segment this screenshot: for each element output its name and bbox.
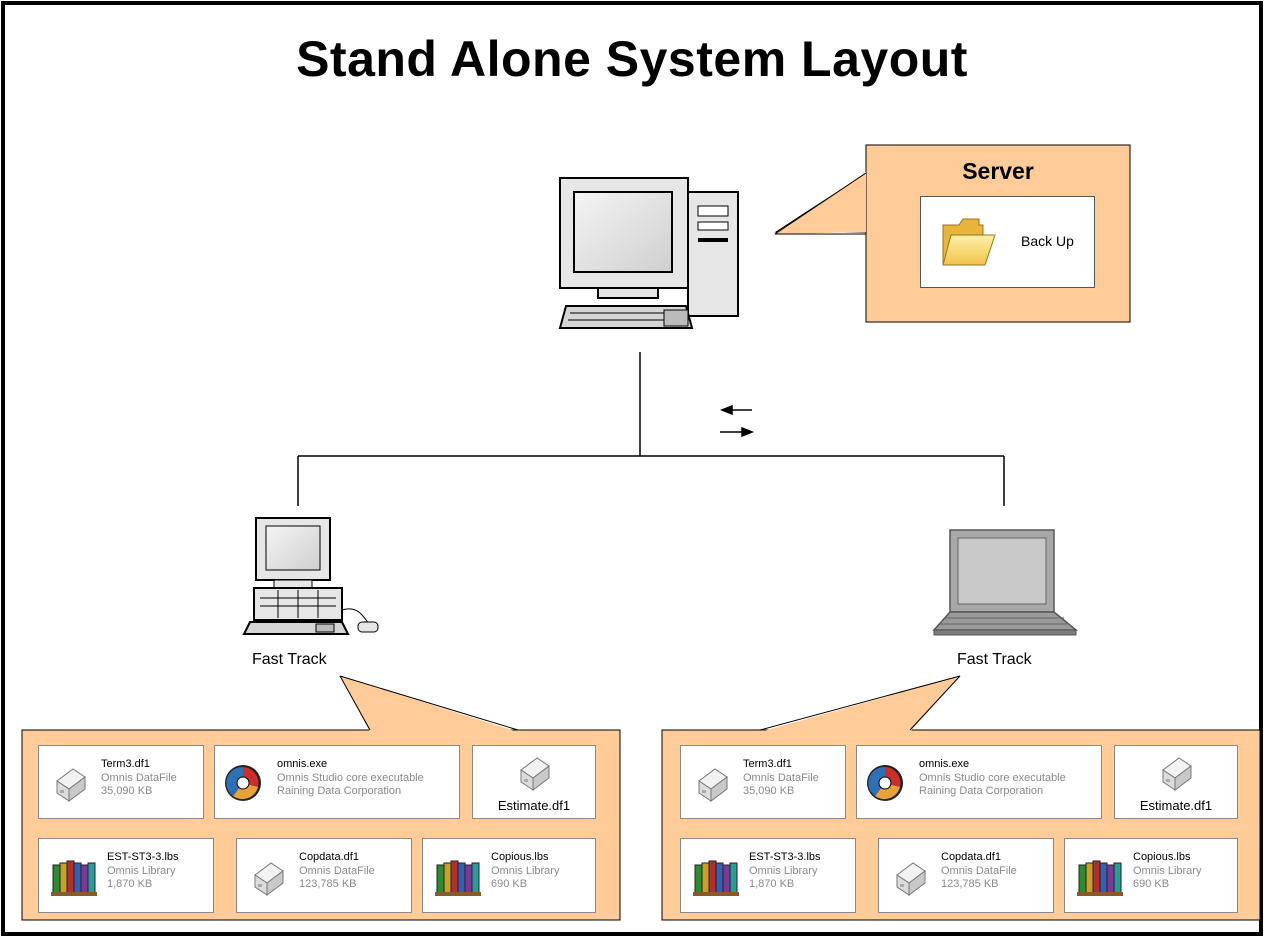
file-name: Estimate.df1 [1139, 798, 1213, 813]
library-books-icon [1077, 857, 1123, 902]
file-card[interactable]: Estimate.df1 [472, 745, 596, 819]
datafile-icon [1157, 752, 1197, 797]
file-name: omnis.exe [919, 758, 970, 770]
server-label: Server [962, 158, 1034, 184]
backup-folder-label: Back Up [1021, 233, 1074, 249]
page-title: Stand Alone System Layout [296, 31, 968, 87]
file-name: Copious.lbs [491, 851, 549, 863]
server-computer-icon [558, 177, 739, 329]
file-detail: 123,785 KB [299, 878, 357, 890]
file-detail: Raining Data Corporation [919, 785, 1044, 797]
file-name: EST-ST3-3.lbs [749, 851, 821, 863]
file-name: Term3.df1 [743, 758, 792, 770]
library-books-icon [51, 857, 97, 902]
datafile-icon [515, 752, 555, 797]
file-type: Omnis Library [107, 865, 176, 877]
backup-folder[interactable]: Back Up [920, 196, 1095, 288]
file-type: Omnis DataFile [299, 865, 375, 877]
omnis-exe-icon [223, 763, 263, 808]
right-arrow-icon [720, 426, 755, 438]
datafile-icon [51, 763, 91, 808]
datafile-icon [693, 763, 733, 808]
library-books-icon [693, 857, 739, 902]
file-detail: 1,870 KB [749, 878, 795, 890]
file-detail: 690 KB [1133, 878, 1170, 890]
omnis-exe-icon [865, 763, 905, 808]
file-detail: 35,090 KB [101, 785, 153, 797]
file-detail: 690 KB [491, 878, 528, 890]
desktop-computer-icon [242, 517, 379, 635]
file-name: Estimate.df1 [497, 798, 571, 813]
client-label-right: Fast Track [957, 651, 1032, 668]
file-name: Copious.lbs [1133, 851, 1191, 863]
file-type: Omnis Library [491, 865, 560, 877]
file-type: Omnis DataFile [941, 865, 1017, 877]
client-label-left: Fast Track [252, 651, 327, 668]
library-books-icon [435, 857, 481, 902]
file-name: Copdata.df1 [299, 851, 359, 863]
file-detail: Raining Data Corporation [277, 785, 402, 797]
file-detail: 1,870 KB [107, 878, 153, 890]
datafile-icon [891, 857, 931, 902]
file-type: Omnis Library [749, 865, 818, 877]
file-name: omnis.exe [277, 758, 328, 770]
file-type: Omnis DataFile [743, 772, 819, 784]
file-name: Term3.df1 [101, 758, 150, 770]
file-type: Omnis Library [1133, 865, 1202, 877]
left-arrow-icon [719, 404, 752, 416]
file-name: EST-ST3-3.lbs [107, 851, 179, 863]
file-detail: 35,090 KB [743, 785, 795, 797]
datafile-icon [249, 857, 289, 902]
file-type: Omnis DataFile [101, 772, 177, 784]
file-detail: 123,785 KB [941, 878, 999, 890]
file-type: Omnis Studio core executable [919, 772, 1066, 784]
laptop-icon [932, 529, 1079, 636]
file-name: Copdata.df1 [941, 851, 1001, 863]
network-lines [297, 352, 1005, 506]
file-type: Omnis Studio core executable [277, 772, 424, 784]
folder-icon [942, 218, 996, 266]
file-card[interactable]: Estimate.df1 [1114, 745, 1238, 819]
transfer-arrows [719, 404, 755, 438]
